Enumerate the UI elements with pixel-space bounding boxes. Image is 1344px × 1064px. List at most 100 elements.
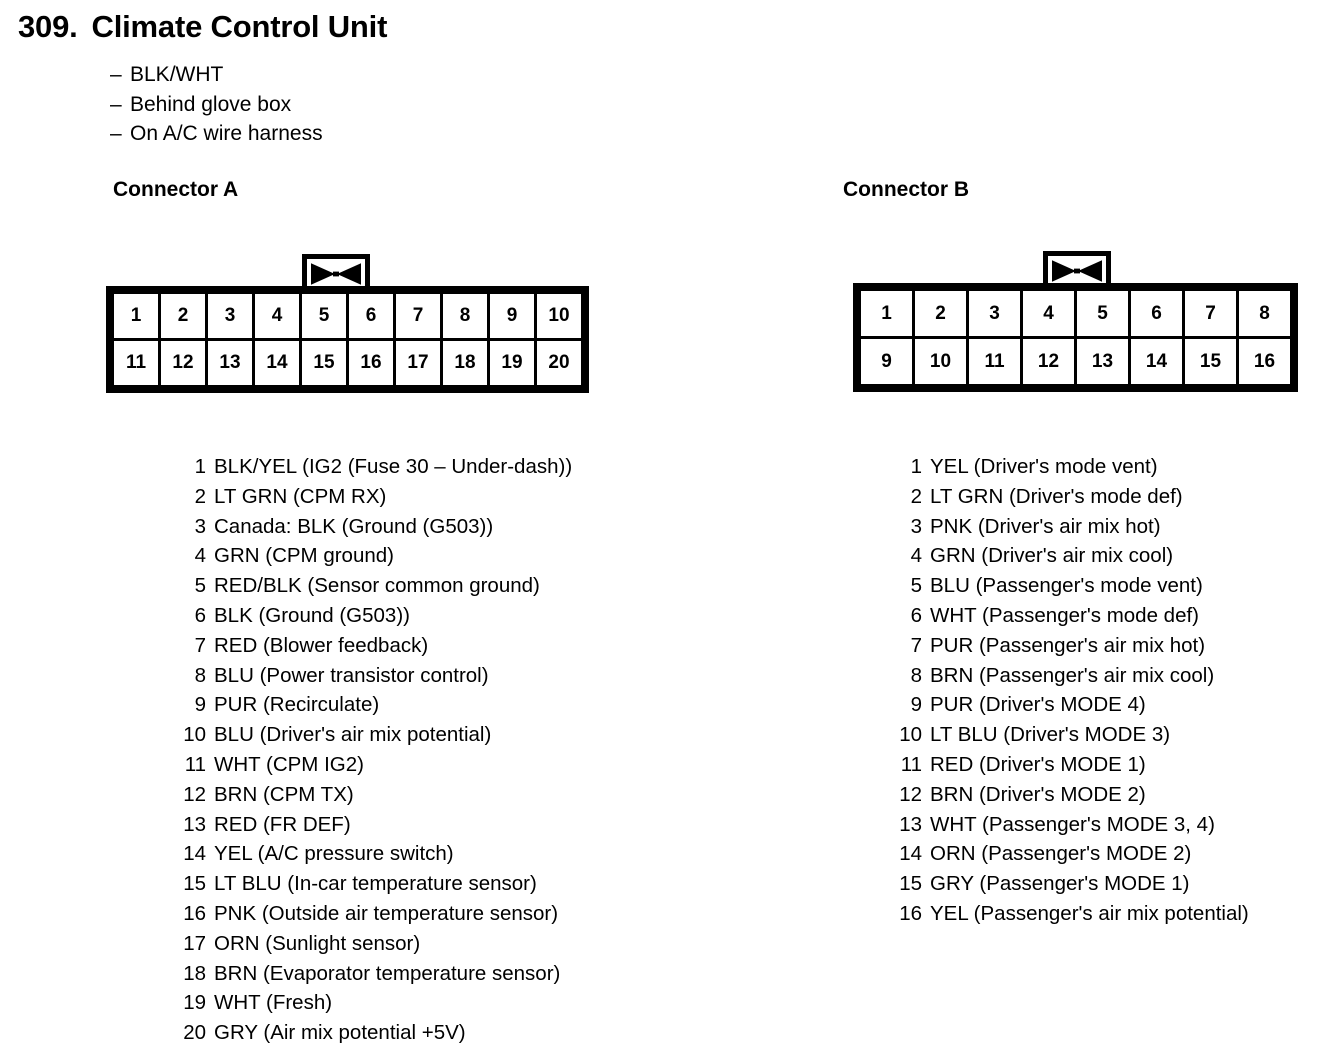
pin-cell-bottom[interactable]: 9 <box>858 336 915 387</box>
pin-cell-top[interactable]: 3 <box>966 288 1023 339</box>
pin-cell-bottom[interactable]: 14 <box>1128 336 1185 387</box>
pin-description: GRN (Driver's air mix cool) <box>930 544 1174 568</box>
pin-cell-bottom[interactable]: 12 <box>1020 336 1077 387</box>
pin-cell-top[interactable]: 2 <box>912 288 969 339</box>
pin-description: WHT (Passenger's mode def) <box>930 603 1199 627</box>
pin-cell-bottom[interactable]: 11 <box>966 336 1023 387</box>
pin-number: 5 <box>910 574 922 598</box>
pin-cell-bottom[interactable]: 13 <box>205 338 255 388</box>
pin-cell-top[interactable]: 6 <box>1128 288 1185 339</box>
page-title: 309. Climate Control Unit <box>18 9 387 45</box>
pin-number: 14 <box>899 842 922 866</box>
pin-cell-bottom[interactable]: 19 <box>487 338 537 388</box>
pin-description: RED/BLK (Sensor common ground) <box>214 574 540 598</box>
pin-number: 8 <box>194 663 206 687</box>
page-title-number: 309. <box>18 9 78 44</box>
pin-number: 11 <box>900 752 922 776</box>
bowtie-latch-icon <box>1052 259 1102 283</box>
connector-latch-tab <box>302 254 370 286</box>
pin-cell-bottom[interactable]: 13 <box>1074 336 1131 387</box>
pin-cell-bottom[interactable]: 20 <box>534 338 584 388</box>
pin-description: LT GRN (Driver's mode def) <box>930 484 1183 508</box>
pin-cell-top[interactable]: 3 <box>205 291 255 341</box>
pin-cell-top[interactable]: 5 <box>299 291 349 341</box>
note-text: Behind glove box <box>130 92 292 116</box>
pin-legend-row: 16 PNK (Outside air temperature sensor) <box>180 899 572 929</box>
dash-bullet-icon: – <box>110 122 122 145</box>
note-item: –Behind glove box <box>110 90 323 120</box>
note-text: On A/C wire harness <box>130 122 323 145</box>
pin-number: 10 <box>899 723 922 747</box>
pin-description: BLU (Passenger's mode vent) <box>930 574 1203 598</box>
pin-cell-top[interactable]: 5 <box>1074 288 1131 339</box>
pin-number: 6 <box>194 603 206 627</box>
pin-legend-row: 5 BLU (Passenger's mode vent) <box>896 571 1249 601</box>
pin-cell-top[interactable]: 1 <box>111 291 161 341</box>
pin-cell-bottom[interactable]: 15 <box>299 338 349 388</box>
pin-description: Canada: BLK (Ground (G503)) <box>214 514 494 538</box>
pin-number: 7 <box>910 633 922 657</box>
pin-cell-top[interactable]: 8 <box>1236 288 1293 339</box>
connector-a-heading: Connector A <box>113 178 239 201</box>
pin-number: 20 <box>183 1021 206 1045</box>
pin-number: 16 <box>899 901 922 925</box>
pin-cell-bottom[interactable]: 10 <box>912 336 969 387</box>
pin-description: PUR (Recirculate) <box>214 693 380 717</box>
pin-description: WHT (Passenger's MODE 3, 4) <box>930 812 1215 836</box>
pin-description: WHT (CPM IG2) <box>214 752 364 776</box>
pin-cell-bottom[interactable]: 18 <box>440 338 490 388</box>
pin-number: 2 <box>194 484 206 508</box>
pin-description: RED (Driver's MODE 1) <box>930 752 1146 776</box>
pin-number: 2 <box>910 484 922 508</box>
pin-cell-bottom[interactable]: 15 <box>1182 336 1239 387</box>
pin-cell-top[interactable]: 7 <box>393 291 443 341</box>
pin-description: BRN (Driver's MODE 2) <box>930 782 1146 806</box>
pin-number: 17 <box>183 931 206 955</box>
pin-number: 10 <box>183 723 206 747</box>
pin-number: 16 <box>183 901 206 925</box>
pin-cell-top[interactable]: 9 <box>487 291 537 341</box>
pin-cell-bottom[interactable]: 12 <box>158 338 208 388</box>
pin-description: LT GRN (CPM RX) <box>214 484 387 508</box>
pin-cell-top[interactable]: 8 <box>440 291 490 341</box>
pin-cell-top[interactable]: 7 <box>1182 288 1239 339</box>
pin-description: BLU (Power transistor control) <box>214 663 489 687</box>
pin-number: 9 <box>194 693 206 717</box>
pin-cell-bottom[interactable]: 16 <box>346 338 396 388</box>
pin-cell-top[interactable]: 10 <box>534 291 584 341</box>
pin-description: BRN (CPM TX) <box>214 782 354 806</box>
pin-cell-top[interactable]: 4 <box>1020 288 1077 339</box>
pin-description: BRN (Evaporator temperature sensor) <box>214 961 561 985</box>
pin-description: YEL (Passenger's air mix potential) <box>930 901 1249 925</box>
pin-cell-top[interactable]: 2 <box>158 291 208 341</box>
pin-cell-bottom[interactable]: 11 <box>111 338 161 388</box>
pin-cell-top[interactable]: 4 <box>252 291 302 341</box>
pin-cell-bottom[interactable]: 17 <box>393 338 443 388</box>
pin-cell-top[interactable]: 1 <box>858 288 915 339</box>
page-title-text: Climate Control Unit <box>91 9 388 44</box>
pin-description: RED (Blower feedback) <box>214 633 429 657</box>
pin-description: PNK (Outside air temperature sensor) <box>214 901 559 925</box>
pin-number: 3 <box>194 514 206 538</box>
pin-cell-bottom[interactable]: 16 <box>1236 336 1293 387</box>
pin-cell-bottom[interactable]: 14 <box>252 338 302 388</box>
pin-description: YEL (Driver's mode vent) <box>930 455 1158 478</box>
dash-bullet-icon: – <box>110 92 122 116</box>
pin-cell-top[interactable]: 6 <box>346 291 396 341</box>
pin-number: 5 <box>194 574 206 598</box>
